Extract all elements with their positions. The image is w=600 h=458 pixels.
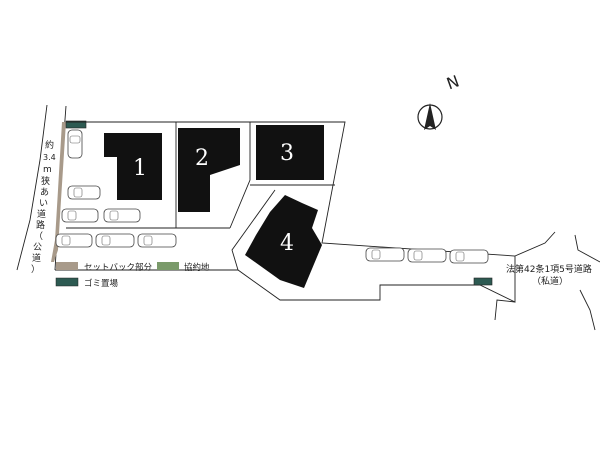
legend: セットバック部分 協約地 ゴミ置場 bbox=[55, 262, 210, 289]
legend-agreement-swatch bbox=[157, 262, 179, 270]
lot-number-4: 4 bbox=[280, 231, 294, 256]
left-road-char: い bbox=[39, 199, 48, 209]
left-road-char: ） bbox=[31, 264, 40, 275]
left-road-char: 狭 bbox=[41, 175, 50, 187]
lot-divider-5 bbox=[231, 189, 276, 271]
garbage-area-right bbox=[473, 277, 493, 286]
building-1 bbox=[104, 133, 162, 200]
left-road-edge-outer bbox=[16, 104, 48, 271]
left-road-char: m bbox=[43, 165, 52, 175]
car-row-3a bbox=[55, 233, 93, 248]
left-road-char: 約 bbox=[45, 139, 54, 151]
legend-agreement-label: 協約地 bbox=[184, 262, 210, 273]
left-road-label: 約 3.4 m 狭 あ い 道 路 （ 公 道 ） bbox=[31, 139, 56, 275]
legend-setback-label: セットバック部分 bbox=[84, 262, 153, 273]
left-road-char: 道 bbox=[37, 208, 46, 220]
right-road-label-line1: 法第42条1項5号道路 bbox=[506, 263, 592, 275]
lot-number-1: 1 bbox=[133, 156, 147, 181]
lot-number-3: 3 bbox=[280, 141, 294, 166]
car-vertical bbox=[67, 129, 83, 159]
north-label: N bbox=[444, 71, 462, 93]
building-3 bbox=[256, 125, 324, 180]
legend-setback-swatch bbox=[56, 262, 78, 270]
right-road-top-edge bbox=[514, 231, 556, 257]
left-road-char: あ bbox=[40, 187, 49, 198]
garbage-area-left bbox=[65, 120, 87, 129]
car-row-2b bbox=[103, 208, 141, 223]
setback-strip bbox=[51, 122, 66, 262]
north-arrow-icon: N bbox=[417, 71, 462, 130]
left-road-char: 道 bbox=[32, 252, 41, 264]
car-row-3c bbox=[137, 233, 177, 248]
right-road-edge-3 bbox=[579, 289, 596, 331]
building-4 bbox=[245, 195, 322, 288]
right-road-bottom-edge bbox=[494, 299, 516, 321]
road-car-3 bbox=[449, 249, 489, 264]
left-road-char: 公 bbox=[33, 242, 42, 253]
car-row-2a bbox=[61, 208, 99, 223]
road-car-2 bbox=[407, 248, 447, 263]
car-row-1 bbox=[67, 185, 101, 200]
right-road-label-line2: （私道） bbox=[532, 275, 568, 287]
left-road-char: 路 bbox=[36, 219, 45, 231]
road-car-1 bbox=[365, 247, 405, 262]
left-road-char: 3.4 bbox=[43, 153, 56, 162]
right-road-edge-2 bbox=[574, 234, 600, 263]
legend-garbage-label: ゴミ置場 bbox=[84, 278, 119, 289]
lot-divider-2 bbox=[229, 122, 251, 229]
car-row-3b bbox=[95, 233, 135, 248]
building-2 bbox=[178, 128, 240, 212]
lot-number-2: 2 bbox=[195, 146, 209, 171]
left-road-char: （ bbox=[34, 231, 43, 242]
legend-garbage-swatch bbox=[55, 277, 79, 287]
